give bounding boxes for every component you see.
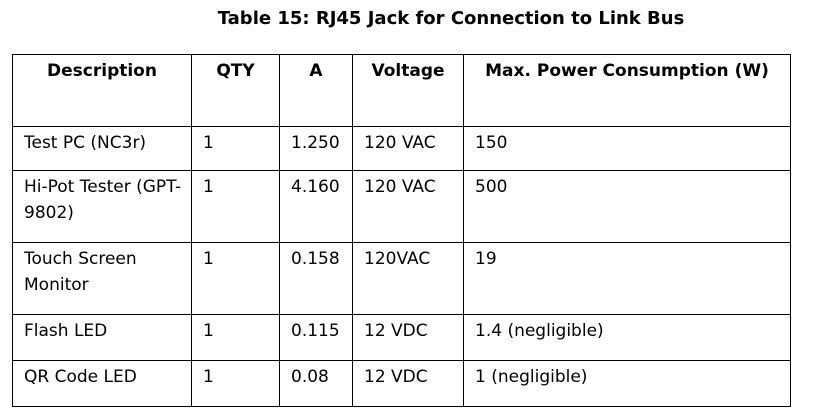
header-qty: QTY: [191, 54, 280, 127]
cell-power: 1 (negligible): [463, 360, 791, 407]
cell-power: 500: [463, 170, 791, 243]
cell-qty: 1: [191, 360, 280, 407]
header-description: Description: [12, 54, 192, 127]
cell-a: 4.160: [279, 170, 353, 243]
table-row: Test PC (NC3r) 1 1.250 120 VAC 150: [12, 126, 791, 171]
cell-voltage: 12 VDC: [352, 314, 464, 361]
cell-qty: 1: [191, 314, 280, 361]
cell-voltage: 120 VAC: [352, 170, 464, 243]
table-title: Table 15: RJ45 Jack for Connection to Li…: [217, 8, 685, 29]
cell-description: QR Code LED: [12, 360, 192, 407]
cell-voltage: 12 VDC: [352, 360, 464, 407]
table-header-row: Description QTY A Voltage Max. Power Con…: [12, 54, 791, 127]
table-row: Hi-Pot Tester (GPT-9802) 1 4.160 120 VAC…: [12, 170, 791, 243]
cell-qty: 1: [191, 170, 280, 243]
cell-description: Touch Screen Monitor: [12, 242, 192, 315]
cell-voltage: 120VAC: [352, 242, 464, 315]
cell-a: 0.158: [279, 242, 353, 315]
cell-qty: 1: [191, 242, 280, 315]
cell-voltage: 120 VAC: [352, 126, 464, 171]
power-table: Description QTY A Voltage Max. Power Con…: [12, 54, 791, 407]
cell-power: 1.4 (negligible): [463, 314, 791, 361]
cell-a: 0.115: [279, 314, 353, 361]
table-row: Touch Screen Monitor 1 0.158 120VAC 19: [12, 242, 791, 315]
cell-description: Hi-Pot Tester (GPT-9802): [12, 170, 192, 243]
cell-qty: 1: [191, 126, 280, 171]
cell-description: Test PC (NC3r): [12, 126, 192, 171]
cell-a: 0.08: [279, 360, 353, 407]
header-power: Max. Power Consumption (W): [463, 54, 791, 127]
cell-power: 19: [463, 242, 791, 315]
table-row: Flash LED 1 0.115 12 VDC 1.4 (negligible…: [12, 314, 791, 361]
header-voltage: Voltage: [352, 54, 464, 127]
cell-a: 1.250: [279, 126, 353, 171]
header-a: A: [279, 54, 353, 127]
cell-description: Flash LED: [12, 314, 192, 361]
table-row: QR Code LED 1 0.08 12 VDC 1 (negligible): [12, 360, 791, 407]
cell-power: 150: [463, 126, 791, 171]
